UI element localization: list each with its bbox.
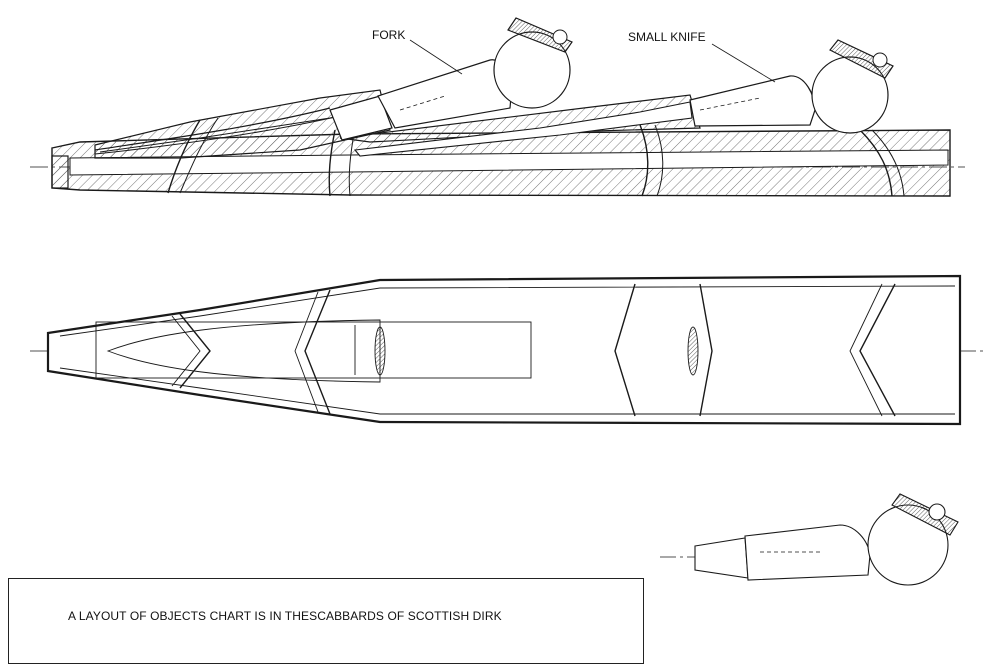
detail-handle [744,524,871,581]
fork-label: FORK [372,28,405,42]
detail-ferrule [694,537,749,579]
mount-band-3b [654,124,664,197]
detail-pommel-cap [891,493,959,536]
fork-handle [377,59,513,129]
knife-pommel-cap [829,39,894,79]
caption-text: A LAYOUT OF OBJECTS CHART IS IN THESCABB… [68,609,502,623]
knife-pocket [339,94,701,143]
plan-band-2 [304,289,331,415]
mount-band-4 [859,129,893,197]
mount-band-1b [179,117,219,194]
fork-leader [409,39,463,75]
mount-band-2 [328,129,336,197]
fork-pocket [94,89,391,159]
plan-band-3 [614,283,636,417]
plan-ornament-2 [687,326,699,376]
scabbard-chape [51,155,69,189]
blade-channel [69,149,949,176]
knife-finial [872,52,888,68]
fork-ferrule [329,95,393,141]
detail-handle-view [660,493,959,586]
mount-band-1 [167,119,201,194]
fork-finial [552,29,568,45]
plan-blade-tang [95,321,532,379]
mount-band-4b [871,129,905,197]
fork-drawing [94,17,573,155]
scabbard-plan-outline [46,274,962,426]
plan-band-1 [179,313,211,389]
mount-band-3 [639,124,649,197]
knife-leader [711,43,776,83]
detail-finial [928,503,946,521]
plan-view [30,274,985,426]
caption-box: A LAYOUT OF OBJECTS CHART IS IN THESCABB… [8,578,644,664]
fork-tines [94,107,331,151]
small-knife-label: SMALL KNIFE [628,30,706,44]
plan-ornament-1 [374,326,386,376]
side-section-view [30,17,965,197]
fork-pommel-cap [507,17,573,53]
small-knife-drawing [353,39,894,157]
plan-band-4 [859,283,896,417]
knife-handle [689,75,816,127]
knife-blade [353,101,693,157]
